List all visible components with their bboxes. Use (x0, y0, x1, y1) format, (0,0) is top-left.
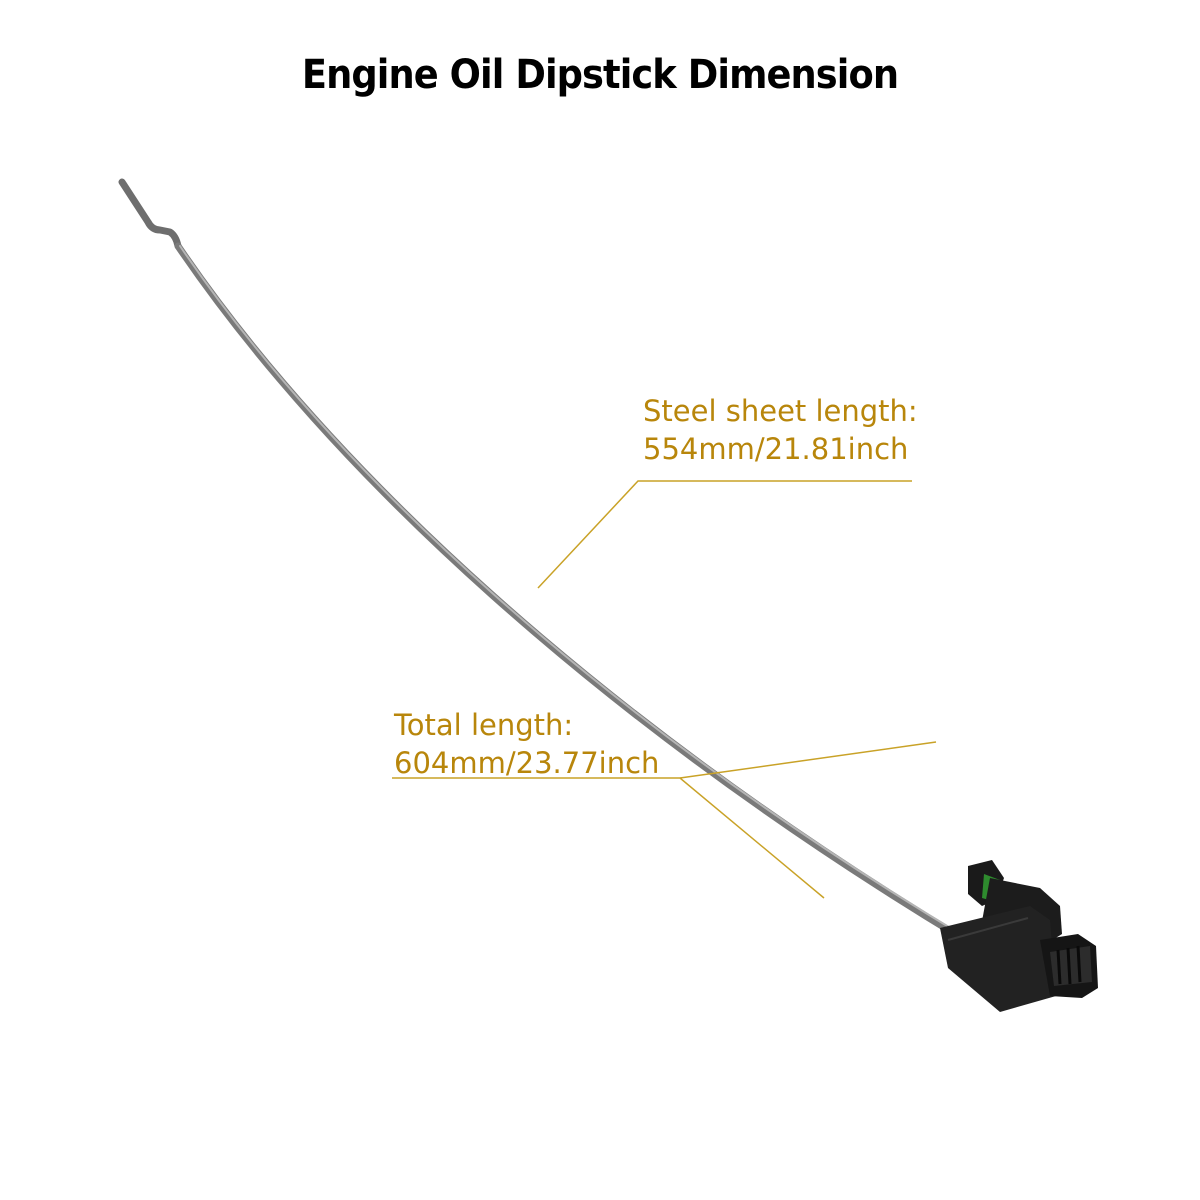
total-length-title: Total length: (394, 708, 574, 742)
leader-line-total-length (392, 777, 825, 899)
steel-sheet-length-title: Steel sheet length: (643, 394, 918, 428)
total-length-value: 604mm/23.77inch (394, 746, 660, 780)
leader-line-steel-sheet (537, 480, 912, 589)
page-title: Engine Oil Dipstick Dimension (301, 52, 899, 98)
dipstick-blade (174, 242, 969, 944)
leader-line-total-length-handle (679, 741, 937, 779)
steel-sheet-length-label: Steel sheet length: 554mm/21.81inch (643, 392, 918, 468)
dipstick-handle (940, 860, 1098, 1012)
steel-sheet-length-value: 554mm/21.81inch (643, 432, 909, 466)
total-length-label: Total length: 604mm/23.77inch (394, 706, 659, 782)
dipstick-tip (118, 178, 182, 250)
dipstick-blade-highlight (179, 245, 968, 939)
